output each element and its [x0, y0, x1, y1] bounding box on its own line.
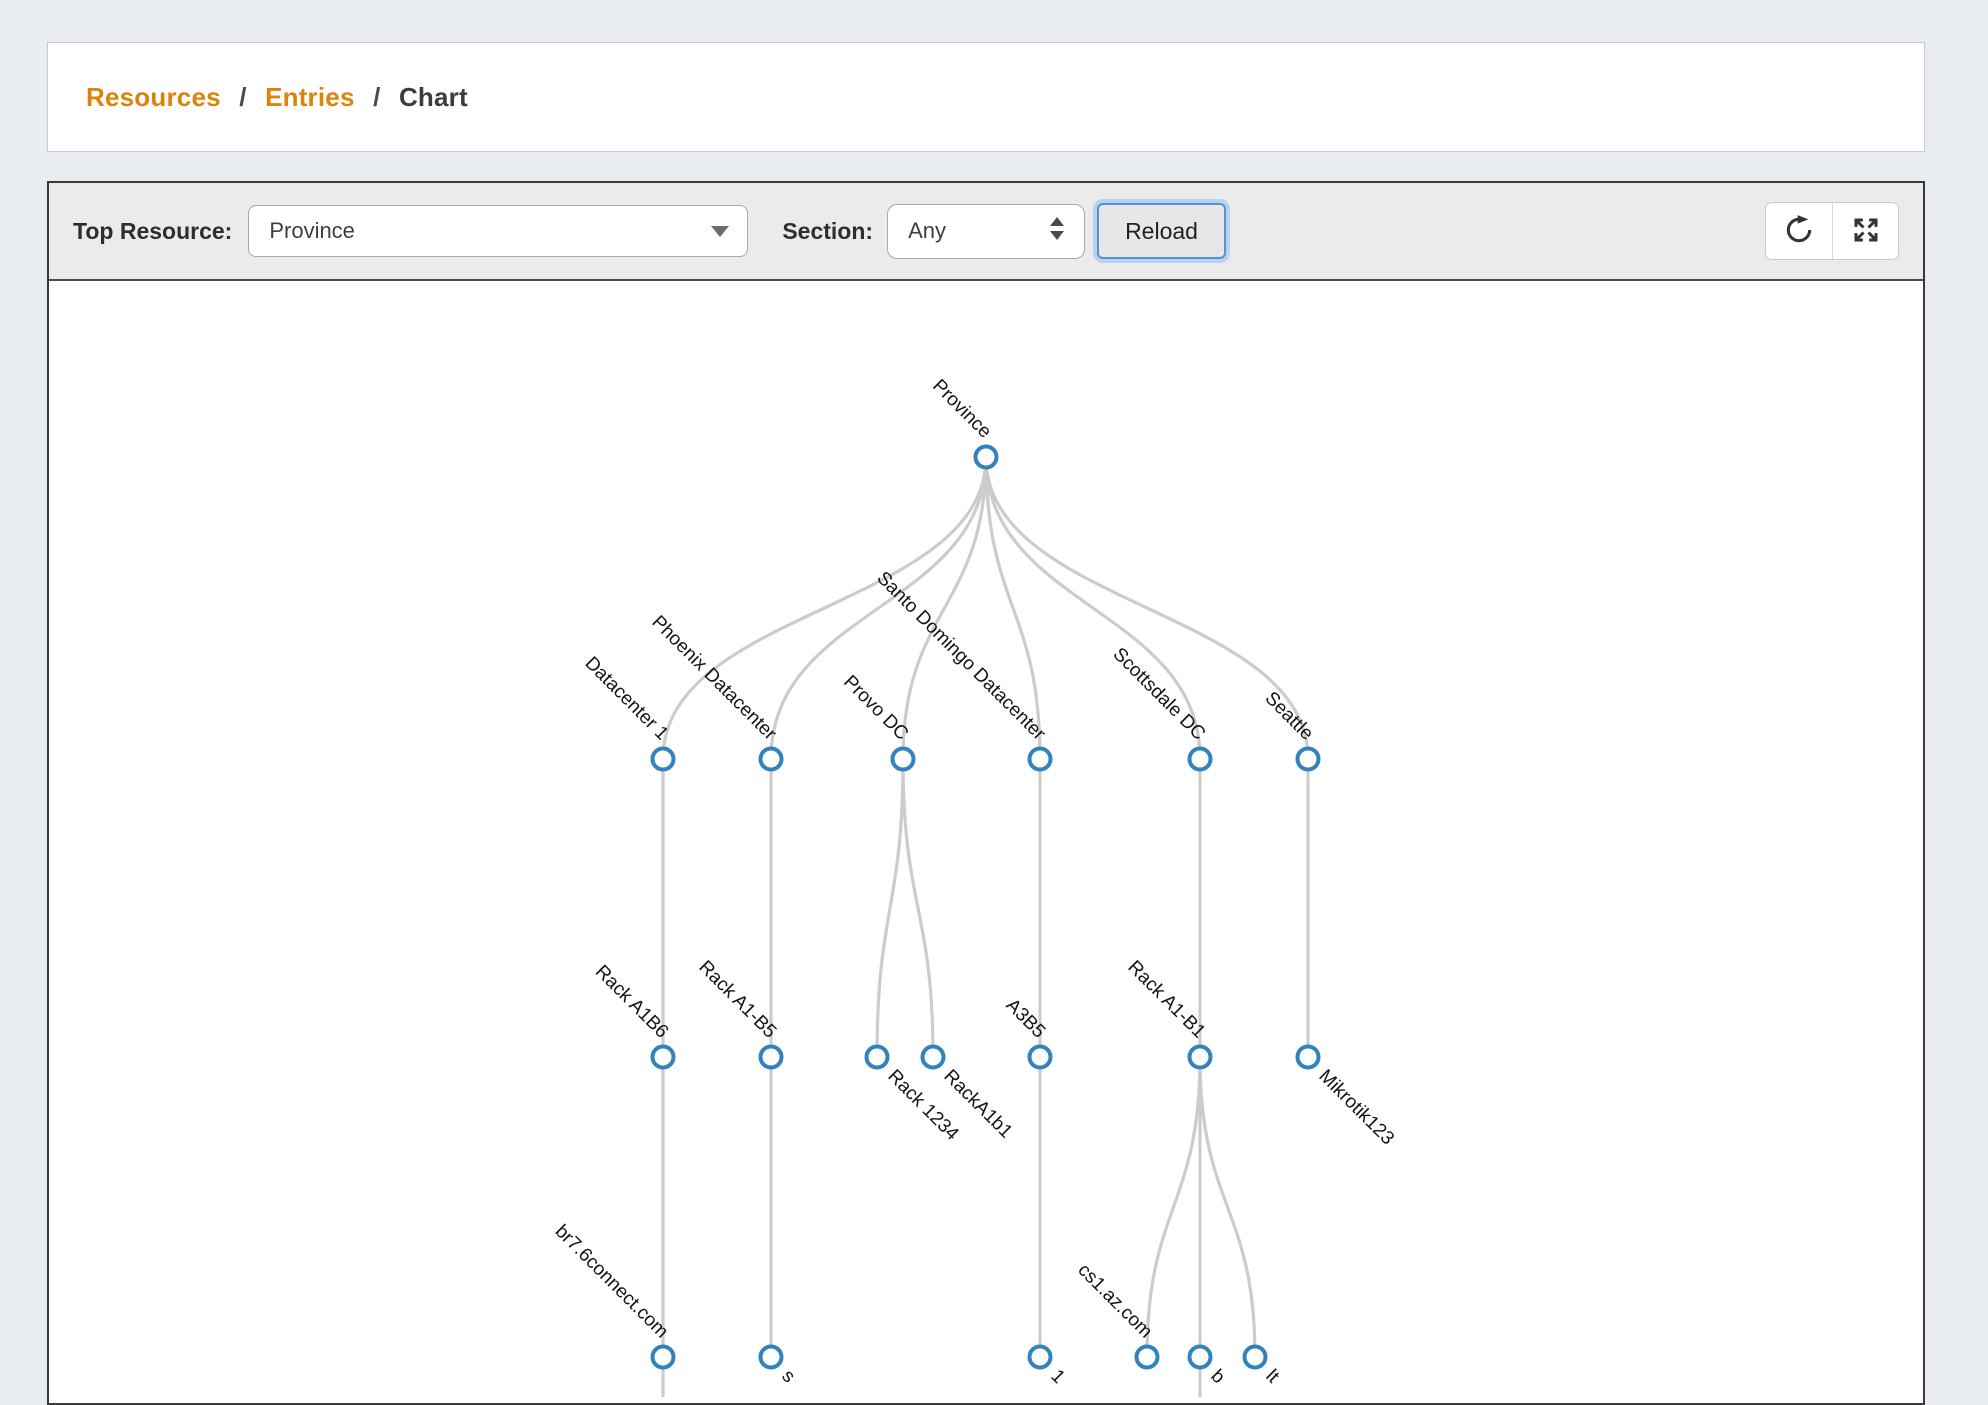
breadcrumb-separator: /	[373, 81, 381, 112]
section-label: Section:	[782, 217, 874, 244]
tree-node[interactable]	[1027, 746, 1053, 772]
refresh-icon	[1783, 214, 1815, 249]
reload-button[interactable]: Reload	[1097, 203, 1226, 259]
tree-node-label: Mikrotik123	[1314, 1066, 1398, 1150]
chart-panel: Top Resource: Province Section: Any Relo…	[47, 181, 1925, 1405]
tree-node[interactable]	[1027, 1344, 1053, 1370]
section-selected-value: Any	[908, 218, 946, 243]
fullscreen-button[interactable]	[1832, 203, 1898, 259]
breadcrumb-card: Resources / Entries / Chart	[47, 42, 1925, 152]
tree-node[interactable]	[1027, 1044, 1053, 1070]
chart-toolbar: Top Resource: Province Section: Any Relo…	[49, 183, 1923, 281]
tree-node[interactable]	[864, 1044, 890, 1070]
tree-node-label: Datacenter 1	[581, 653, 673, 745]
tree-node[interactable]	[1295, 746, 1321, 772]
top-resource-selected-value: Province	[269, 218, 355, 243]
tree-node-label: A3B5	[1002, 995, 1050, 1043]
tree-link	[984, 456, 1042, 760]
tree-link	[984, 456, 1202, 760]
tree-node[interactable]	[650, 1344, 676, 1370]
tree-node[interactable]	[650, 1044, 676, 1070]
tree-node[interactable]	[890, 746, 916, 772]
tree-link	[1145, 1056, 1202, 1358]
tree-node[interactable]	[758, 1344, 784, 1370]
tree-node-label: Seattle	[1261, 688, 1318, 745]
top-resource-select[interactable]: Province	[248, 205, 749, 257]
tree-link	[769, 456, 988, 760]
tree-node[interactable]	[758, 746, 784, 772]
tree-node[interactable]	[1187, 746, 1213, 772]
tree-node-label: 1	[1046, 1366, 1068, 1388]
breadcrumb-entries-link[interactable]: Entries	[265, 81, 355, 112]
tree-node[interactable]	[1187, 1344, 1213, 1370]
tree-node-label: br7.6connect.com	[551, 1221, 673, 1343]
tree-node[interactable]	[1295, 1044, 1321, 1070]
tree-node-label: Rack A1B6	[591, 961, 672, 1042]
triangle-down-icon	[711, 225, 730, 237]
tree-link	[661, 456, 988, 760]
tree-node[interactable]	[973, 444, 999, 470]
tree-link	[901, 456, 988, 760]
section-select[interactable]: Any	[887, 203, 1086, 259]
tree-node-label: cs1.az.com	[1074, 1260, 1157, 1343]
tree-node-label: Province	[928, 375, 995, 442]
tree-node[interactable]	[1242, 1344, 1268, 1370]
tree-node[interactable]	[920, 1044, 946, 1070]
chart-action-button-group	[1765, 202, 1899, 260]
fullscreen-expand-icon	[1851, 215, 1881, 248]
tree-node-label: lt	[1261, 1366, 1283, 1388]
tree-node-label: b	[1206, 1366, 1228, 1388]
breadcrumb-current-page: Chart	[398, 81, 468, 112]
tree-node[interactable]	[650, 746, 676, 772]
tree-link	[901, 758, 935, 1058]
breadcrumb-separator: /	[239, 81, 247, 112]
tree-node-label: Provo DC	[839, 671, 912, 744]
tree-node[interactable]	[1134, 1344, 1160, 1370]
breadcrumb: Resources / Entries / Chart	[86, 82, 468, 113]
triangle-up-down-icon	[1048, 215, 1066, 247]
breadcrumb-resources-link[interactable]: Resources	[86, 81, 221, 112]
tree-node[interactable]	[1187, 1044, 1213, 1070]
tree-link	[875, 758, 905, 1058]
tree-node[interactable]	[758, 1044, 784, 1070]
tree-node-label: Rack A1-B1	[1124, 957, 1210, 1043]
tree-node-label: Rack A1-B5	[695, 957, 781, 1043]
tree-node-label: s	[777, 1366, 799, 1388]
refresh-button[interactable]	[1766, 203, 1832, 259]
top-resource-label: Top Resource:	[73, 217, 233, 244]
tree-link	[984, 456, 1310, 760]
tree-link	[1198, 1056, 1257, 1358]
